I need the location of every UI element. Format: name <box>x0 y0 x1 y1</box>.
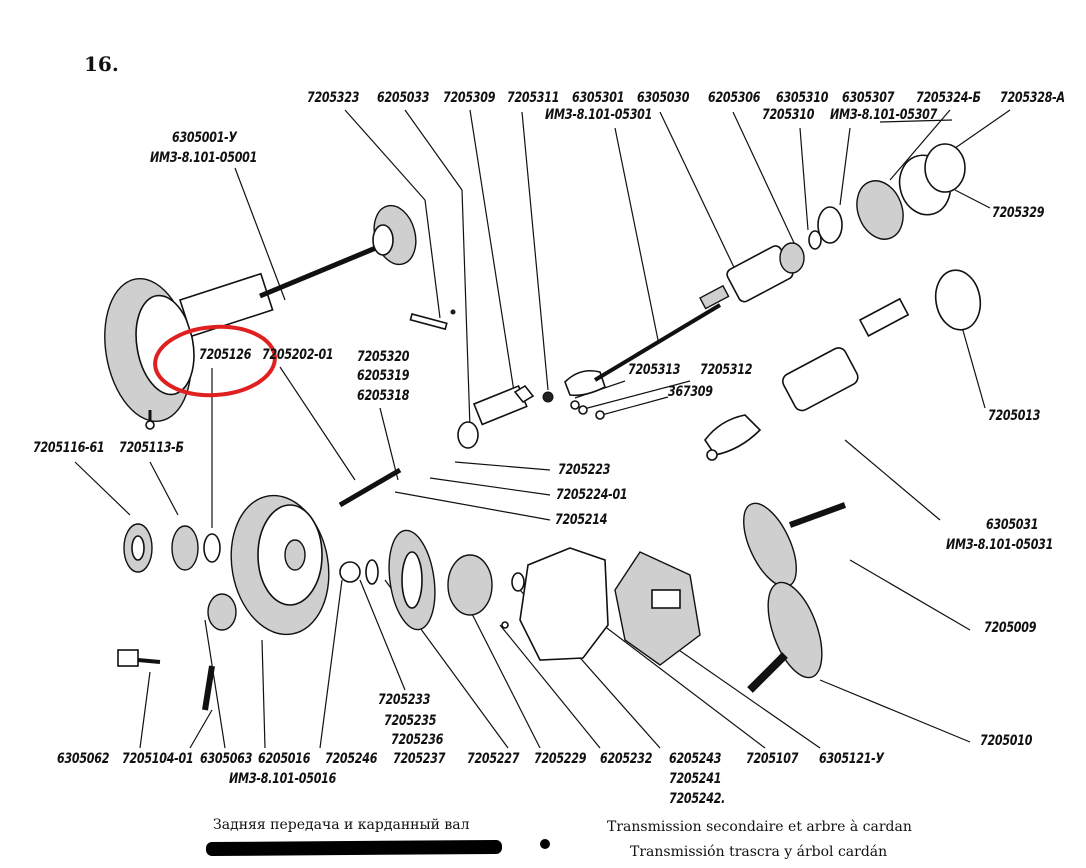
part-label: 7205227 <box>467 751 520 767</box>
second-shaft-assembly <box>704 269 982 461</box>
redaction-bar <box>205 839 503 857</box>
part-label: 7205009 <box>984 620 1037 636</box>
part-label: 7205229 <box>534 751 587 767</box>
part-label: 7205013 <box>988 408 1041 424</box>
part-label: 7205223 <box>558 462 611 478</box>
part-label: 7205107 <box>746 751 799 767</box>
flange-parts <box>808 143 966 250</box>
part-label: 7205309 <box>443 90 496 106</box>
part-label: 6305062 <box>57 751 110 767</box>
part-label: ИМЗ-8.101-05031 <box>946 537 1054 553</box>
part-label: 7205313 <box>628 362 681 378</box>
highlight-ellipse <box>153 324 277 398</box>
left-small-parts <box>117 523 237 711</box>
part-label: 7205224-01 <box>556 487 628 503</box>
part-label: 7205113-Б <box>119 440 184 456</box>
part-label: ИМЗ-8.101-05301 <box>545 107 653 123</box>
part-label: 6205318 <box>357 388 410 404</box>
part-label: 367309 <box>668 384 713 400</box>
figure-number: 16. <box>84 52 119 76</box>
part-label: 7205241 <box>669 771 722 787</box>
part-label: 6205319 <box>357 368 410 384</box>
bullet-dot <box>540 839 550 849</box>
part-label: 7205242. <box>669 791 726 807</box>
part-label: ИМЗ-8.101-05016 <box>229 771 337 787</box>
part-label: 7205324-Б <box>916 90 981 106</box>
caption-russian: Задняя передача и карданный вал <box>213 817 470 833</box>
part-label: 7205320 <box>357 349 410 365</box>
part-label: ИМЗ-8.101-05307 <box>830 107 938 123</box>
part-label: 7205104-01 <box>122 751 194 767</box>
part-label: 6305121-У <box>819 751 884 767</box>
part-label: 6305307 <box>842 90 895 106</box>
highlighted-part-label: 7205126 <box>199 347 252 363</box>
caption-french: Transmission secondaire et arbre à carda… <box>607 819 912 835</box>
cover-and-gasket <box>519 547 701 666</box>
cardan-shaft <box>457 242 805 449</box>
part-label: 6205232 <box>600 751 653 767</box>
part-label: ИМЗ-8.101-05001 <box>150 150 258 166</box>
part-label: 6205016 <box>258 751 311 767</box>
part-label: 7205235 <box>384 713 437 729</box>
part-label: 7205010 <box>980 733 1033 749</box>
part-label: 7205312 <box>700 362 753 378</box>
pin-part <box>409 309 456 331</box>
part-label: 7205214 <box>555 512 608 528</box>
caption-spanish: Transmissión trascra y árbol cardán <box>630 844 888 860</box>
part-label: 6205033 <box>377 90 430 106</box>
part-label: 6305063 <box>200 751 253 767</box>
part-label: 6305030 <box>637 90 690 106</box>
part-label: 6305031 <box>986 517 1039 533</box>
part-label: 7205246 <box>325 751 378 767</box>
part-label: 7205237 <box>393 751 446 767</box>
part-label: 7205116-61 <box>33 440 105 456</box>
part-label: 6305301 <box>572 90 625 106</box>
part-label: 7205310 <box>762 107 815 123</box>
part-label: 7205328-А <box>1000 90 1065 106</box>
part-label: 7205202-01 <box>262 347 334 363</box>
part-label: 7205329 <box>992 205 1045 221</box>
part-label: 6205306 <box>708 90 761 106</box>
part-label: 7205233 <box>378 692 431 708</box>
part-label: 7205323 <box>307 90 360 106</box>
gear-set <box>743 502 847 693</box>
final-drive-housing <box>230 467 525 636</box>
part-label: 6205243 <box>669 751 722 767</box>
part-label: 6305310 <box>776 90 829 106</box>
part-label: 7205236 <box>391 732 444 748</box>
part-label: 7205311 <box>507 90 560 106</box>
part-label: 6305001-У <box>172 130 237 146</box>
